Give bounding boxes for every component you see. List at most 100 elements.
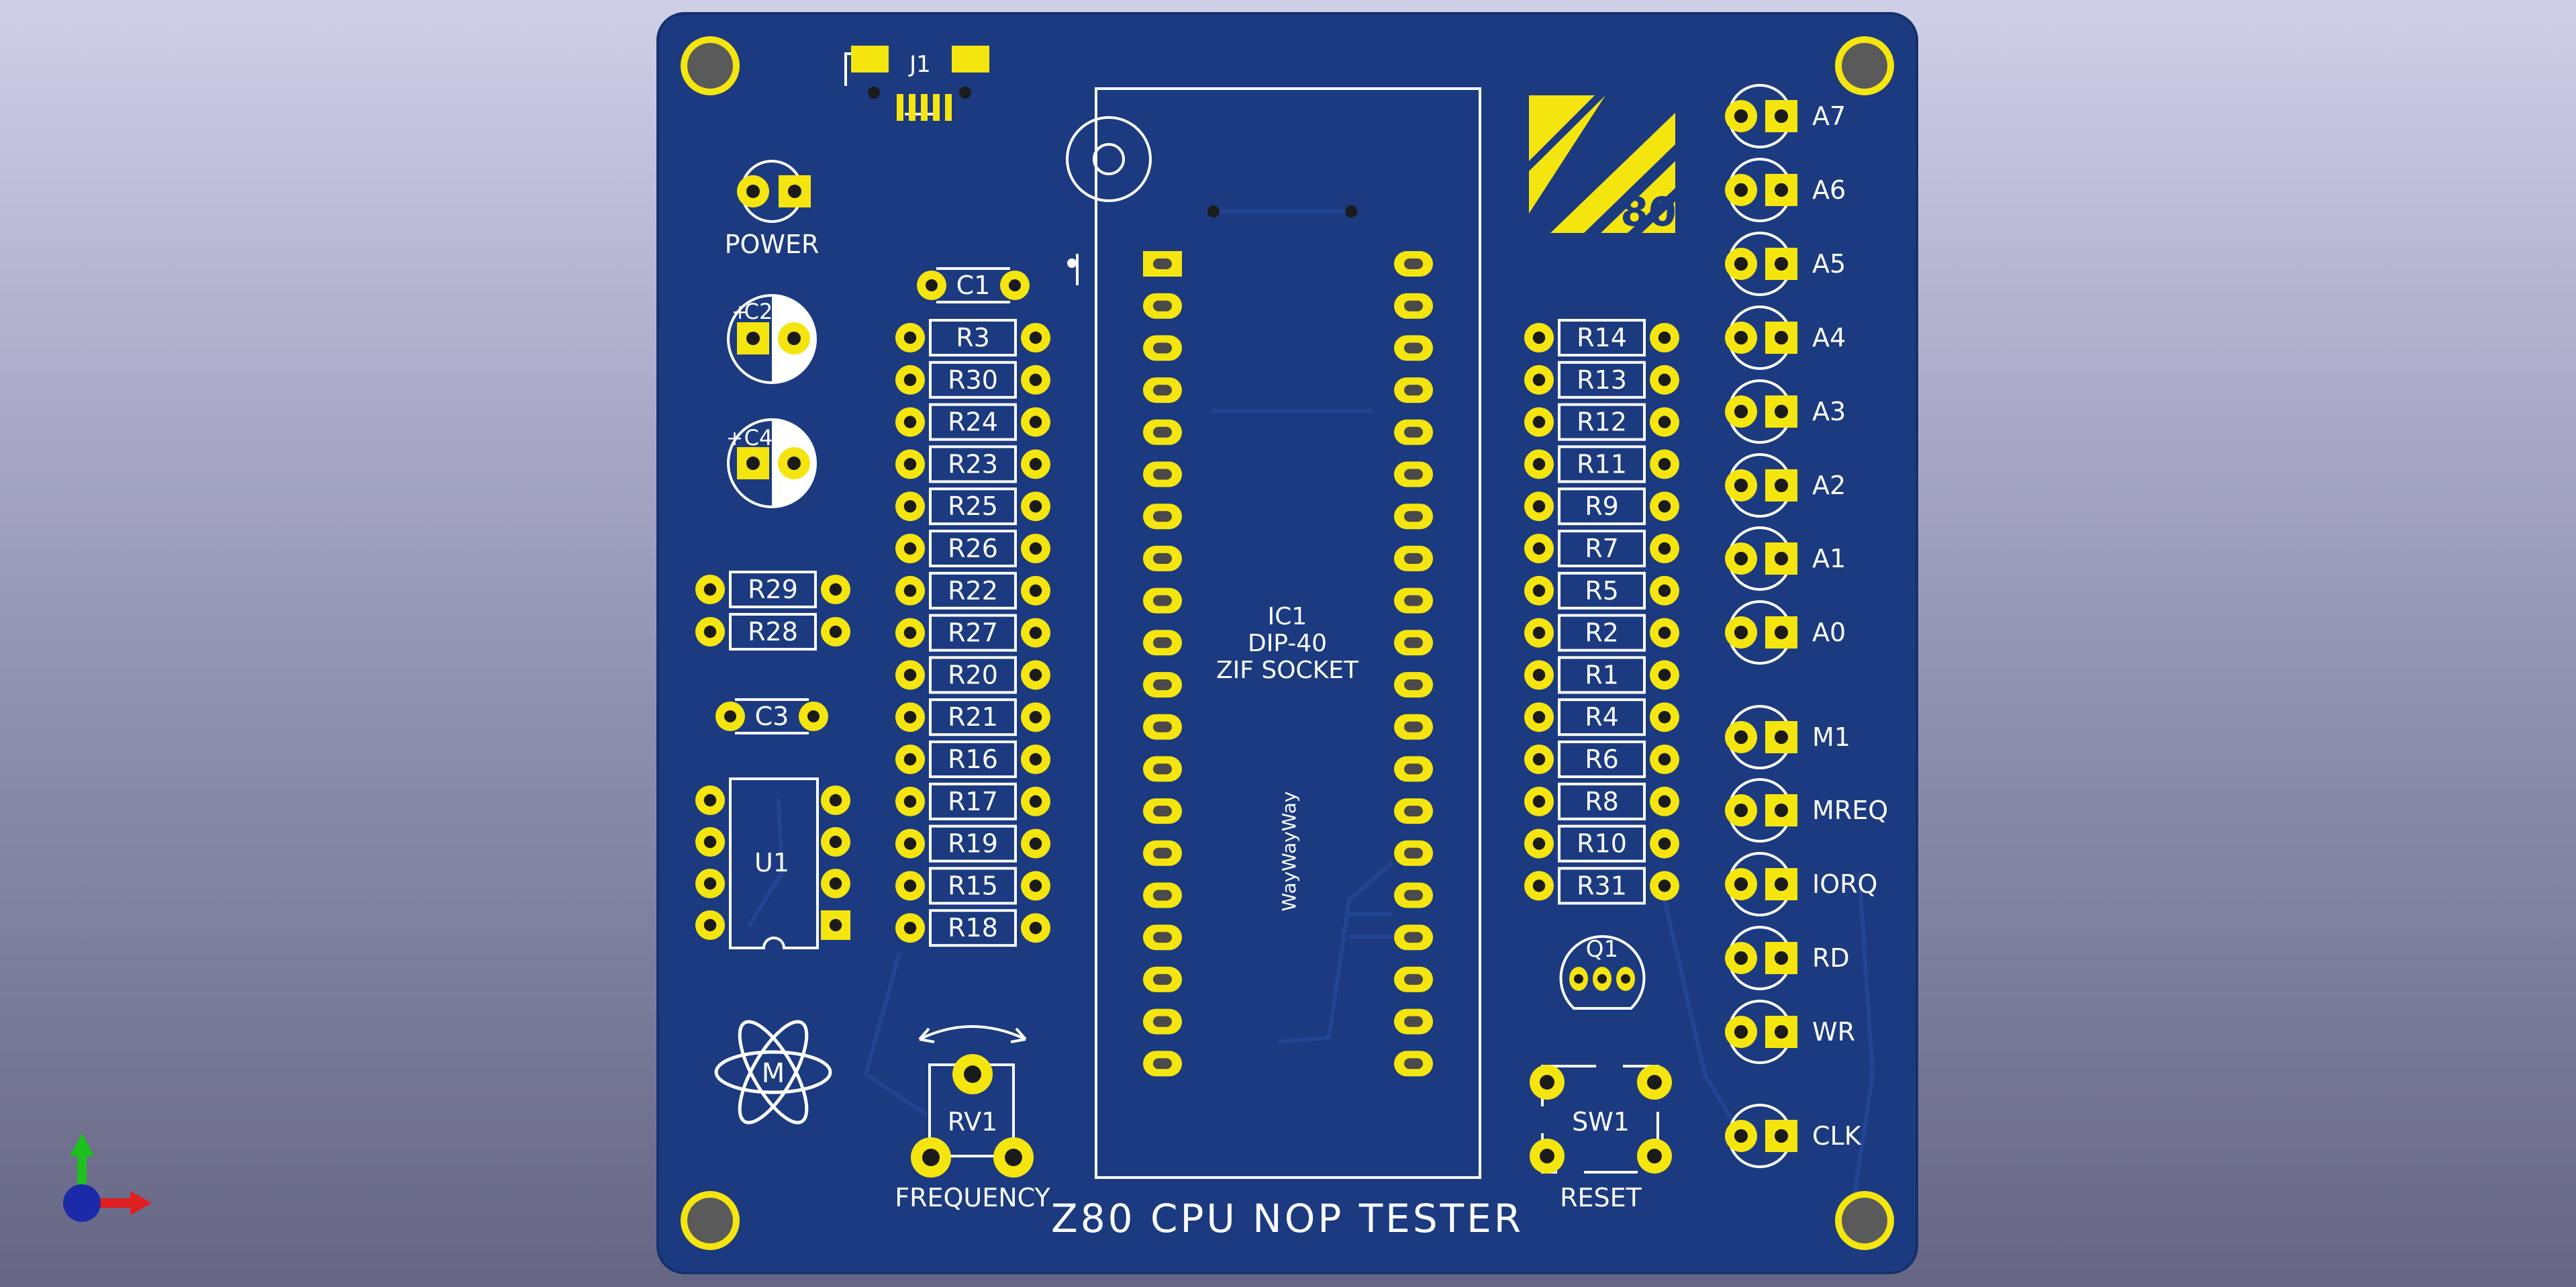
resistor-r15: R15 (895, 867, 1050, 905)
q1-label: Q1 (1586, 936, 1618, 963)
led-iorq: IORQ (1725, 852, 1877, 916)
resistor-r20: R20 (895, 656, 1050, 694)
resistor-r29: R29 (695, 571, 850, 608)
c4-plus: + (726, 427, 743, 450)
ic1-pin (1143, 798, 1182, 824)
resistor-r5: R5 (1524, 571, 1679, 610)
resistor-r19: R19 (895, 824, 1050, 863)
ic1-pin (1394, 293, 1433, 319)
resistor-r21: R21 (895, 698, 1050, 736)
led-m1: M1 (1725, 705, 1850, 769)
led-label: A2 (1812, 471, 1846, 500)
resistor-r12: R12 (1524, 403, 1679, 441)
resistor-label: R31 (1577, 871, 1627, 900)
resistor-r17: R17 (895, 782, 1050, 820)
resistor-label: R28 (748, 617, 798, 647)
ic1-pin (1143, 504, 1182, 530)
resistor-r23: R23 (895, 445, 1050, 483)
ic1-pin (1394, 756, 1433, 782)
resistor-r11: R11 (1524, 445, 1679, 483)
ic1-type: DIP-40 (1248, 630, 1327, 657)
ic1-pins (1143, 251, 1433, 1077)
resistor-label: R21 (948, 702, 998, 732)
resistor-label: R8 (1585, 787, 1619, 816)
led-label: A0 (1812, 618, 1846, 647)
led-label: IORQ (1812, 869, 1877, 899)
z80-logo-text: 80 (1620, 189, 1677, 236)
j1-label: J1 (908, 51, 931, 78)
resistor-label: R20 (948, 660, 998, 689)
ic1-desc: ZIF SOCKET (1216, 657, 1359, 684)
ic1-pin (1394, 714, 1433, 740)
led-a4: A4 (1725, 305, 1846, 370)
ic1-pin (1143, 630, 1182, 656)
resistor-group-middle: R3R30R24R23R25R26R22R27R20R21R16R17R19R1… (895, 319, 1050, 947)
led-a2: A2 (1725, 453, 1846, 518)
resistor-label: R25 (948, 491, 998, 521)
resistor-label: R17 (948, 787, 998, 816)
ic1-pin (1143, 756, 1182, 782)
ic1-pin (1143, 293, 1182, 319)
led-clk: CLK (1725, 1104, 1862, 1168)
power-label: POWER (725, 230, 820, 259)
resistor-r8: R8 (1524, 782, 1679, 820)
led-rd: RD (1725, 926, 1850, 990)
led-a3: A3 (1725, 379, 1846, 444)
j1-connector: J1 (851, 46, 989, 121)
ic1-pin (1394, 545, 1433, 571)
resistor-r7: R7 (1524, 530, 1679, 567)
led-label: A3 (1812, 397, 1846, 426)
power-led: POWER (725, 160, 820, 259)
resistor-r13: R13 (1524, 361, 1679, 399)
switch-sw1: SW1 RESET (1530, 1065, 1672, 1212)
board-title: Z80 CPU NOP TESTER (1051, 1196, 1524, 1241)
ic1-pin (1143, 377, 1182, 403)
led-wr: WR (1725, 1000, 1855, 1064)
c1-label: C1 (956, 271, 991, 300)
resistor-label: R14 (1577, 323, 1627, 352)
copper-traces (746, 209, 1875, 1209)
resistor-label: R10 (1577, 829, 1627, 859)
led-label: M1 (1812, 722, 1850, 752)
ic1-outline (1095, 87, 1481, 1179)
atom-logo-letter: M (762, 1058, 785, 1089)
resistor-r30: R30 (895, 361, 1050, 399)
frequency-label: FREQUENCY (895, 1183, 1050, 1212)
3d-axis-icon (63, 1133, 152, 1222)
c2-label: C2 (744, 299, 773, 324)
ic1-pin (1394, 798, 1433, 824)
silkscreen-outlines (729, 52, 1659, 1179)
ic1-pin (1394, 1008, 1433, 1035)
led-label: A4 (1812, 323, 1846, 352)
ic1-pin (1143, 1008, 1182, 1035)
led-label: A7 (1812, 101, 1846, 131)
u1-outline (729, 777, 819, 949)
ic1-pin (1143, 461, 1182, 487)
led-a0: A0 (1725, 600, 1846, 665)
ic1-signature: WayWayWay (1278, 792, 1300, 912)
atom-logo: M (714, 1020, 832, 1125)
resistor-r6: R6 (1524, 741, 1679, 778)
ic1-pin (1143, 924, 1182, 951)
ic1-pin (1394, 924, 1433, 951)
resistor-label: R18 (948, 913, 998, 943)
resistor-label: R9 (1585, 491, 1619, 521)
ic1-pin (1394, 335, 1433, 361)
resistor-r24: R24 (895, 403, 1050, 441)
resistor-label: R29 (748, 575, 798, 604)
resistor-r26: R26 (895, 530, 1050, 567)
cap-c2: + C2 (727, 294, 817, 384)
resistor-r9: R9 (1524, 487, 1679, 526)
resistor-r22: R22 (895, 571, 1050, 610)
u1-label: U1 (754, 848, 789, 877)
resistor-label: R24 (948, 408, 998, 437)
ic1-pin (1394, 882, 1433, 908)
led-a5: A5 (1725, 232, 1846, 296)
resistor-label: R11 (1577, 449, 1627, 479)
led-a7: A7 (1725, 84, 1846, 148)
reset-label: RESET (1560, 1183, 1642, 1212)
resistor-label: R2 (1585, 618, 1619, 648)
